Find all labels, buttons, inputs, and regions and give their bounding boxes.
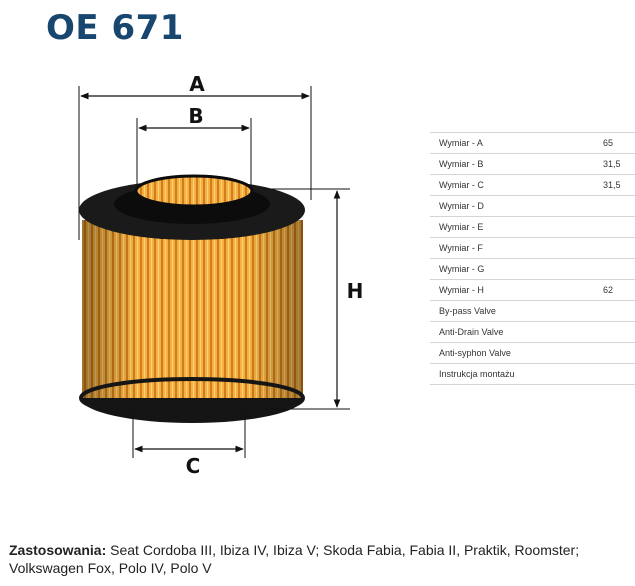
applications: Zastosowania: Seat Cordoba III, Ibiza IV… — [9, 541, 629, 577]
dimension-h-label: H — [347, 279, 364, 303]
dimension-c-label: C — [186, 454, 201, 478]
product-title: OE 671 — [46, 8, 184, 48]
spec-value — [603, 342, 635, 364]
spec-row: Anti-Drain Valve — [430, 321, 635, 343]
spec-value — [603, 321, 635, 343]
dimension-b-label: B — [188, 104, 203, 128]
applications-text: Seat Cordoba III, Ibiza IV, Ibiza V; Sko… — [9, 542, 580, 576]
spec-row: Wymiar - E — [430, 216, 635, 238]
installation-instructions-link[interactable]: Instrukcja montażu — [430, 363, 603, 385]
spec-label: Wymiar - E — [430, 216, 603, 238]
inner-core — [136, 176, 252, 206]
spec-row: Wymiar - F — [430, 237, 635, 259]
spec-row: By-pass Valve — [430, 300, 635, 322]
spec-row: Wymiar - G — [430, 258, 635, 280]
spec-value: 31,5 — [603, 153, 635, 175]
spec-value — [603, 195, 635, 217]
dimension-a-label: A — [189, 72, 205, 96]
filter-diagram: A B H C — [78, 72, 364, 478]
spec-value — [603, 363, 635, 385]
spec-row[interactable]: Instrukcja montażu — [430, 363, 635, 385]
spec-label: Wymiar - H — [430, 279, 603, 301]
spec-label: Anti-syphon Valve — [430, 342, 603, 364]
spec-label: Wymiar - G — [430, 258, 603, 280]
applications-label: Zastosowania: — [9, 542, 107, 558]
spec-label: Wymiar - B — [430, 153, 603, 175]
spec-value: 62 — [603, 279, 635, 301]
spec-value — [603, 237, 635, 259]
spec-value — [603, 300, 635, 322]
spec-label: Wymiar - C — [430, 174, 603, 196]
spec-label: Wymiar - D — [430, 195, 603, 217]
spec-row: Anti-syphon Valve — [430, 342, 635, 364]
spec-label: Wymiar - F — [430, 237, 603, 259]
spec-label: Anti-Drain Valve — [430, 321, 603, 343]
spec-row: Wymiar - D — [430, 195, 635, 217]
spec-value: 31,5 — [603, 174, 635, 196]
spec-label: By-pass Valve — [430, 300, 603, 322]
spec-value: 65 — [603, 132, 635, 154]
spec-label: Wymiar - A — [430, 132, 603, 154]
spec-value — [603, 258, 635, 280]
spec-value — [603, 216, 635, 238]
